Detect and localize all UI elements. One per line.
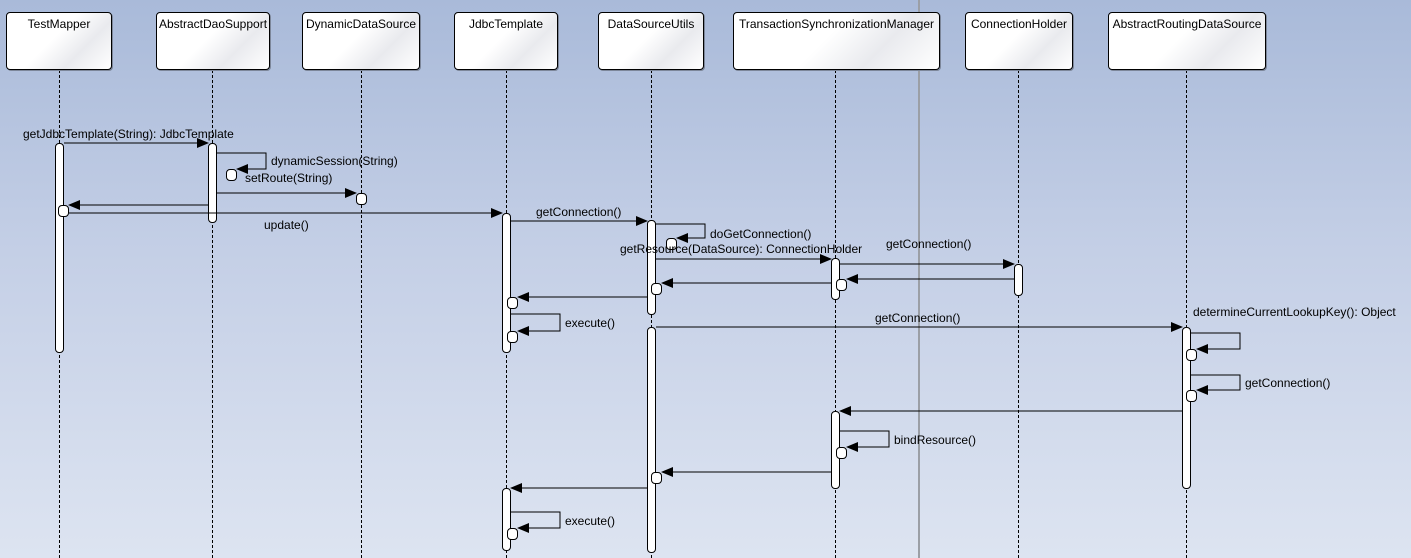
activation-abstractroutingdatasource[interactable] [1186,390,1197,402]
activation-jdbctemplate[interactable] [507,331,518,343]
activation-jdbctemplate[interactable] [502,213,511,353]
lifeline-head-abstractdaosupport[interactable]: AbstractDaoSupport [156,12,270,70]
message-label: update() [264,218,309,232]
self-message-arrow[interactable] [511,313,561,336]
activation-transactionsynchronizationmanager[interactable] [836,279,847,291]
message-label: execute() [565,316,615,330]
message-label: getJdbcTemplate(String): JdbcTemplate [23,127,234,141]
lifeline-head-abstractroutingdatasource[interactable]: AbstractRoutingDataSource [1108,12,1266,70]
message-label: getConnection() [1245,376,1330,390]
activation-datasourceutils[interactable] [647,327,656,553]
lifeline-connectionholder [1018,70,1019,558]
lifeline-transactionsynchronizationmanager [835,70,836,558]
activation-transactionsynchronizationmanager[interactable] [836,447,847,459]
activation-jdbctemplate[interactable] [502,488,511,551]
lifeline-abstractdaosupport [212,70,213,558]
lifeline-dynamicdatasource [361,70,362,558]
activation-datasourceutils[interactable] [651,472,662,484]
message-label: dynamicSession(String) [271,154,398,168]
activation-datasourceutils[interactable] [651,283,662,295]
lifeline-head-datasourceutils[interactable]: DataSourceUtils [598,12,704,70]
activation-abstractroutingdatasource[interactable] [1182,327,1191,489]
lifeline-head-connectionholder[interactable]: ConnectionHolder [965,12,1073,70]
self-message-arrow[interactable] [840,430,890,452]
self-message-arrow[interactable] [1191,374,1241,395]
activation-connectionholder[interactable] [1014,264,1023,296]
message-label: doGetConnection() [710,227,811,241]
activation-jdbctemplate[interactable] [507,528,518,540]
lifeline-head-dynamicdatasource[interactable]: DynamicDataSource [302,12,420,70]
message-label: getConnection() [536,205,621,219]
message-label: execute() [565,514,615,528]
self-message-arrow[interactable] [1191,332,1241,354]
lifeline-abstractroutingdatasource [1186,70,1187,558]
activation-abstractdaosupport[interactable] [226,169,237,181]
activation-testmapper[interactable] [55,143,64,353]
lifeline-head-transactionsynchronizationmanager[interactable]: TransactionSynchronizationManager [733,12,940,70]
message-label: determineCurrentLookupKey(): Object [1193,305,1396,319]
activation-datasourceutils[interactable] [666,238,677,250]
self-message-arrow[interactable] [217,152,267,174]
message-label: getConnection() [875,311,960,325]
message-label: getConnection() [886,237,971,251]
activation-abstractroutingdatasource[interactable] [1186,349,1197,361]
activation-testmapper[interactable] [58,205,69,217]
self-message-arrow[interactable] [656,223,706,243]
self-message-arrow[interactable] [511,511,561,533]
activation-datasourceutils[interactable] [647,220,656,315]
lifeline-head-jdbctemplate[interactable]: JdbcTemplate [454,12,558,70]
activation-jdbctemplate[interactable] [507,297,518,309]
lifeline-head-testmapper[interactable]: TestMapper [6,12,112,70]
message-label: setRoute(String) [245,171,332,185]
activation-dynamicdatasource[interactable] [356,193,367,205]
activation-abstractdaosupport[interactable] [208,143,217,223]
message-label: getResource(DataSource): ConnectionHolde… [620,242,862,256]
message-label: bindResource() [894,433,976,447]
